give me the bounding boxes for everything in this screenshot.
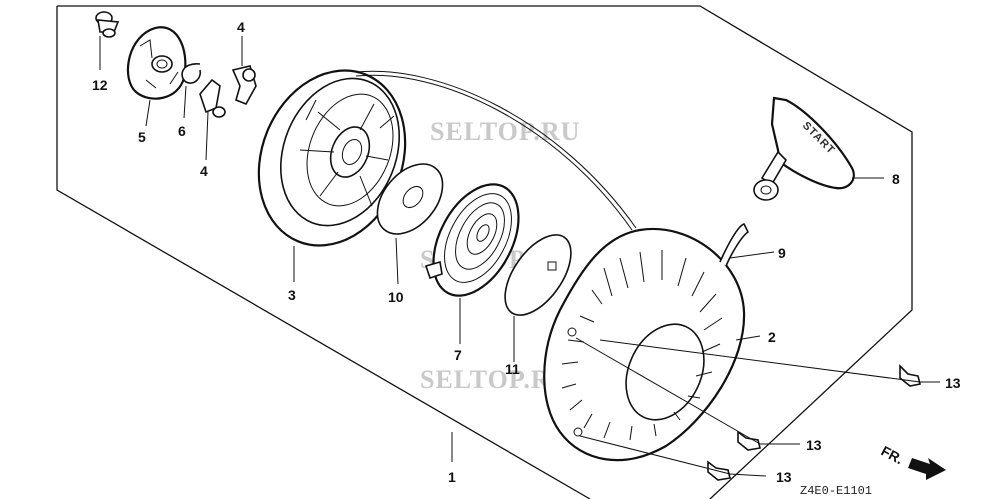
callout-12: 12 — [92, 77, 108, 93]
callout-9: 9 — [778, 245, 786, 261]
watermark-top: SELTOP.RU — [430, 117, 580, 146]
part-7-spring — [424, 183, 520, 297]
callout-11: 11 — [505, 361, 520, 377]
front-direction-label: FR. — [879, 443, 906, 468]
callout-8: 8 — [892, 171, 900, 187]
part-3-reel — [257, 69, 407, 247]
callout-13-middle: 13 — [806, 437, 822, 453]
part-4-pawl-lower — [199, 78, 226, 118]
callout-1: 1 — [448, 469, 456, 485]
front-direction-arrow: FR. — [879, 443, 946, 480]
part-13-bolt-middle — [737, 430, 761, 451]
part-4-pawl-upper — [231, 65, 257, 106]
callouts: 12 5 6 4 4 3 10 7 11 8 9 2 13 13 13 1 — [92, 19, 961, 485]
callout-10: 10 — [388, 289, 404, 305]
part-11-plate — [504, 234, 572, 316]
part-2-case — [543, 227, 746, 462]
drawing-code: Z4E0-E1101 — [800, 484, 872, 498]
part-9-rope — [355, 70, 750, 267]
callout-7: 7 — [454, 347, 462, 363]
part-13-bolt-right — [899, 364, 921, 387]
callout-2: 2 — [768, 329, 776, 345]
part-5-ratchet — [126, 26, 187, 100]
callout-4-lower: 4 — [200, 163, 208, 179]
part-10-washer — [376, 163, 444, 235]
callout-6: 6 — [178, 123, 186, 139]
leader-lines — [99, 36, 940, 477]
callout-3: 3 — [288, 287, 296, 303]
part-6-clip — [181, 63, 202, 84]
part-8-grip: START — [753, 96, 855, 201]
assembly-frame — [56, 5, 913, 499]
callout-13-right: 13 — [945, 375, 961, 391]
part-12-bolt — [95, 11, 120, 38]
callout-4-upper: 4 — [237, 19, 245, 35]
callout-13-bottom: 13 — [776, 469, 792, 485]
callout-5: 5 — [138, 129, 146, 145]
